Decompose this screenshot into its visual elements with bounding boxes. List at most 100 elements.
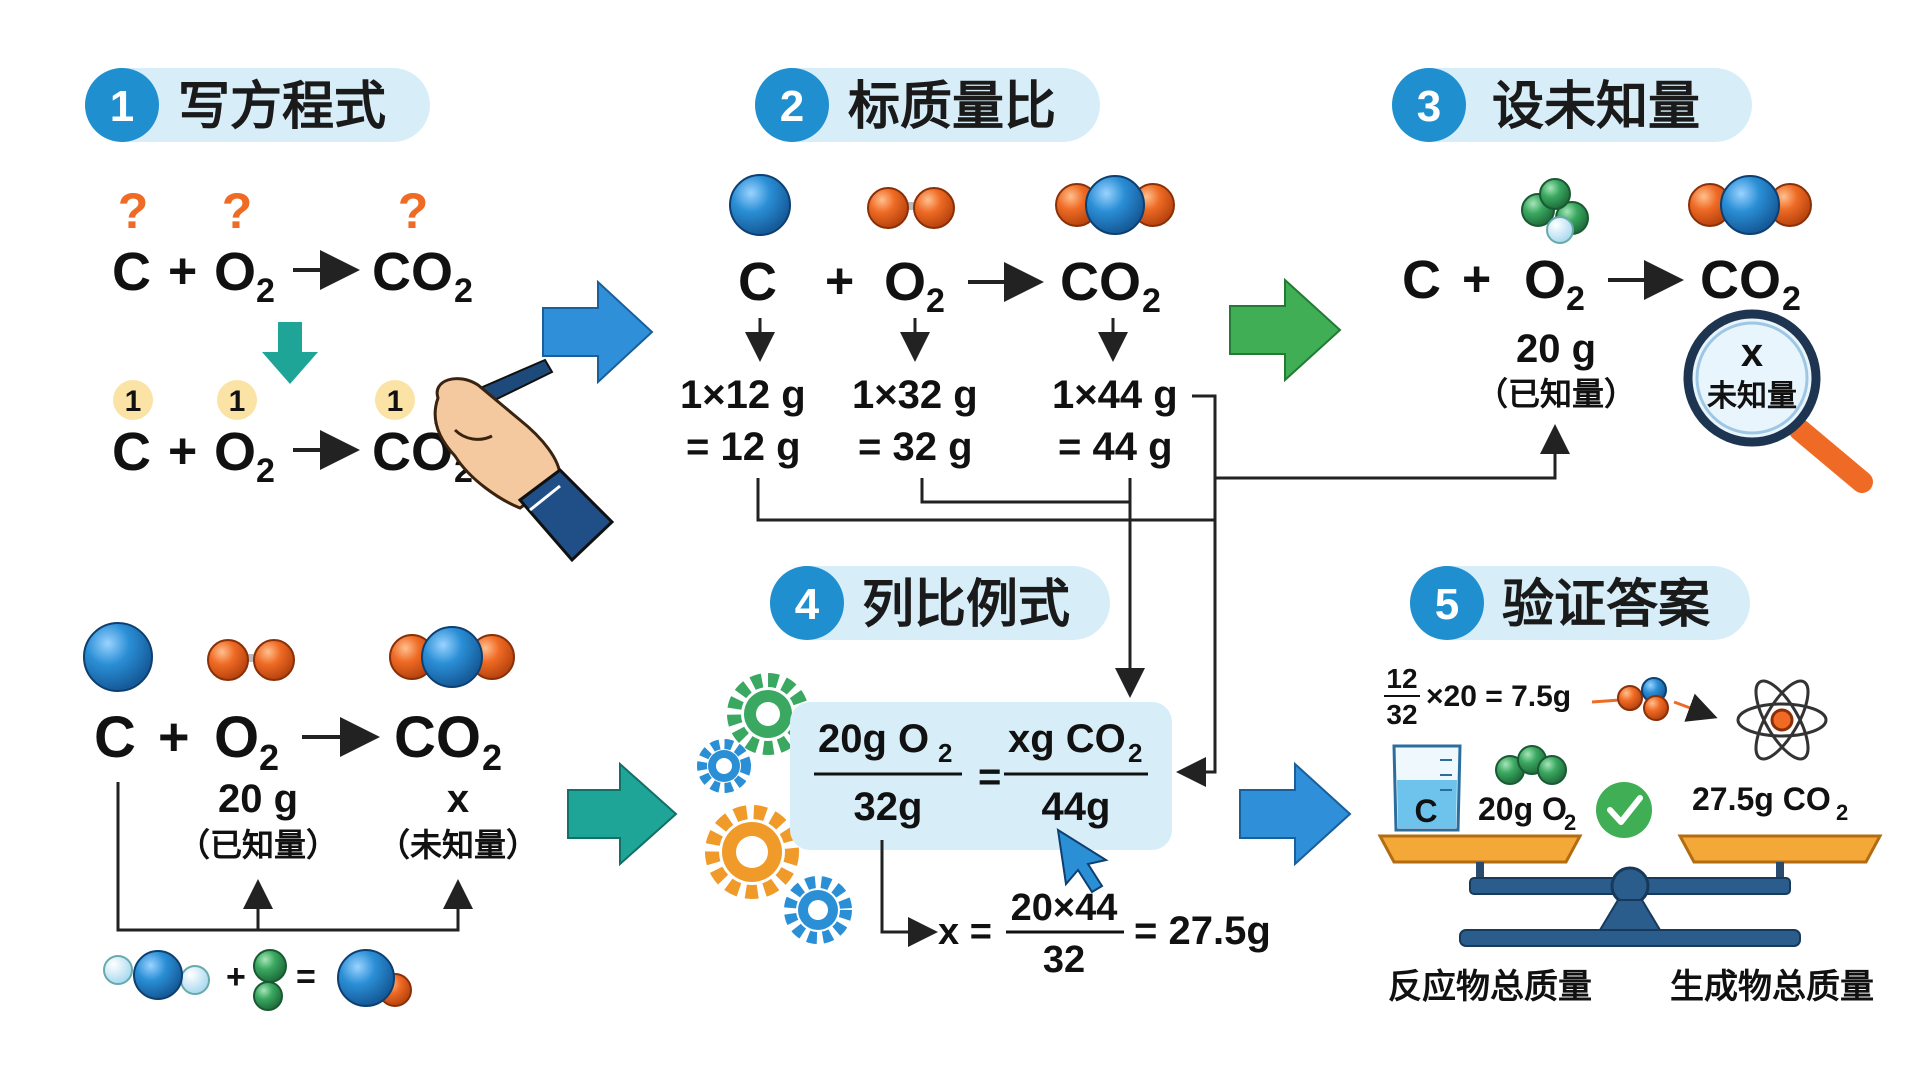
balance-scale-icon <box>1377 834 1883 947</box>
co2-mass-result: = 44 g <box>1058 425 1173 469</box>
equals-sign: = <box>978 755 1001 799</box>
products-total-label: 生成物总质量 <box>1670 967 1874 1007</box>
step-1-header: 1 写方程式 <box>85 68 430 142</box>
fraction-numerator: 12 <box>1386 663 1417 694</box>
gear-icon <box>784 876 852 944</box>
writing-hand-icon <box>433 358 615 563</box>
solve-prefix: x = <box>938 911 992 953</box>
question-mark: ? <box>222 183 253 239</box>
left-denominator: 32g <box>854 785 923 829</box>
unknown-value: x <box>1741 331 1763 375</box>
magnifier-icon <box>1683 309 1873 493</box>
step-number: 4 <box>795 580 820 629</box>
plus-sign: + <box>168 423 197 479</box>
coefficient: 1 <box>125 385 142 418</box>
green-molecule-icon <box>1521 178 1589 244</box>
subscript-2: 2 <box>1836 800 1848 825</box>
step-number: 1 <box>110 82 134 131</box>
step-3-header: 3 设未知量 <box>1392 68 1752 142</box>
verify-calculation: ×20 = 7.5g <box>1426 680 1571 713</box>
formula-c: C <box>1402 250 1441 310</box>
formula-o2: O <box>214 242 256 302</box>
formula-c: C <box>112 242 151 302</box>
subscript-2: 2 <box>482 737 502 778</box>
co2-molecule-icon <box>1688 175 1812 235</box>
beaker-icon <box>1392 744 1462 832</box>
step-number-badge <box>85 68 159 142</box>
co2-mass: 1×44 g <box>1052 373 1178 417</box>
coefficient-badge <box>113 380 153 420</box>
green-molecule-icon <box>253 949 287 1011</box>
formula-o2: O <box>884 252 926 312</box>
step-pill <box>85 68 430 142</box>
green-molecule-icon <box>1495 745 1567 785</box>
connector-lines <box>756 394 1570 787</box>
check-icon <box>1596 782 1652 838</box>
formula-co2: CO <box>1060 252 1141 312</box>
plus-sign: + <box>226 958 246 996</box>
connector-line <box>116 782 473 932</box>
formula-c: C <box>738 252 777 312</box>
subscript-2: 2 <box>926 282 945 320</box>
step-2-header: 2 标质量比 <box>755 68 1100 142</box>
right-numerator: xg CO <box>1008 717 1126 761</box>
gear-icon <box>705 805 799 899</box>
co2-molecule-icon <box>389 626 515 688</box>
right-denominator: 44g <box>1042 785 1111 829</box>
formula-o2: O <box>214 705 259 770</box>
flow-arrow-right <box>567 761 678 867</box>
small-arrow <box>1673 693 1718 722</box>
subscript-2: 2 <box>1564 810 1576 835</box>
oxygen-molecule-icon <box>207 639 295 681</box>
step-number: 3 <box>1417 82 1441 131</box>
reaction-molecules-icon <box>103 950 210 1000</box>
step-number-badge <box>1392 68 1466 142</box>
question-mark: ? <box>398 183 429 239</box>
co2-molecule-icon <box>337 949 412 1007</box>
coefficient: 1 <box>387 385 404 418</box>
coefficient-badge <box>217 380 257 420</box>
step-pill <box>1410 566 1750 640</box>
panel-2-mass-ratio: C + O 2 CO 2 1×12 g 1×32 g 1×44 g = 12 g… <box>680 174 1178 469</box>
formula-c: C <box>94 705 136 770</box>
flow-arrow-right <box>542 279 654 385</box>
flow-arrow-right <box>1229 277 1342 383</box>
step-number: 5 <box>1435 580 1459 629</box>
carbon-mass: 1×12 g <box>680 373 806 417</box>
panel-4-proportion: 20g O 2 32g = xg CO 2 44g x = 20×44 32 =… <box>697 673 1271 981</box>
subscript-2: 2 <box>1566 280 1585 318</box>
carbon-atom-icon <box>83 622 153 692</box>
coefficient: 1 <box>229 385 246 418</box>
formula-co2: CO <box>372 242 453 302</box>
unknown-label: 未知量 <box>1707 379 1797 414</box>
equals-sign: = <box>296 958 316 996</box>
step-title: 标质量比 <box>848 77 1056 137</box>
step-pill <box>755 68 1100 142</box>
subscript-2: 2 <box>454 272 473 310</box>
plus-sign: + <box>168 243 197 299</box>
left-numerator: 20g O <box>818 717 929 761</box>
oxygen-molecule-icon <box>867 187 955 229</box>
step-title: 写方程式 <box>178 77 386 137</box>
subscript-2: 2 <box>1782 280 1801 318</box>
co-molecule-icon <box>1617 677 1669 721</box>
connector-line <box>1176 394 1217 787</box>
plus-sign: + <box>158 707 190 767</box>
known-label: （已知量） <box>178 826 338 864</box>
subscript-2: 2 <box>256 272 275 310</box>
known-label: （已知量） <box>1476 375 1636 413</box>
left-pan-label: 20g O <box>1478 791 1567 827</box>
step-4-header: 4 列比例式 <box>770 566 1110 640</box>
cursor-icon <box>1056 828 1109 894</box>
coefficient-badge <box>375 380 415 420</box>
formula-co2: CO <box>394 705 481 770</box>
connector-line <box>920 478 1130 504</box>
unknown-label: （未知量） <box>378 826 538 864</box>
plus-sign: + <box>1462 251 1491 307</box>
panel-bottom-left-known-unknown: C + O 2 CO 2 20 g （已知量） x （未知量） + = <box>83 622 538 1011</box>
step-number: 2 <box>780 82 804 131</box>
panel-1-write-equation: ? ? ? C + O 2 CO 2 1 1 1 C + O 2 CO 2 <box>112 183 615 563</box>
down-arrow <box>262 322 318 384</box>
solve-denominator: 32 <box>1043 939 1085 981</box>
